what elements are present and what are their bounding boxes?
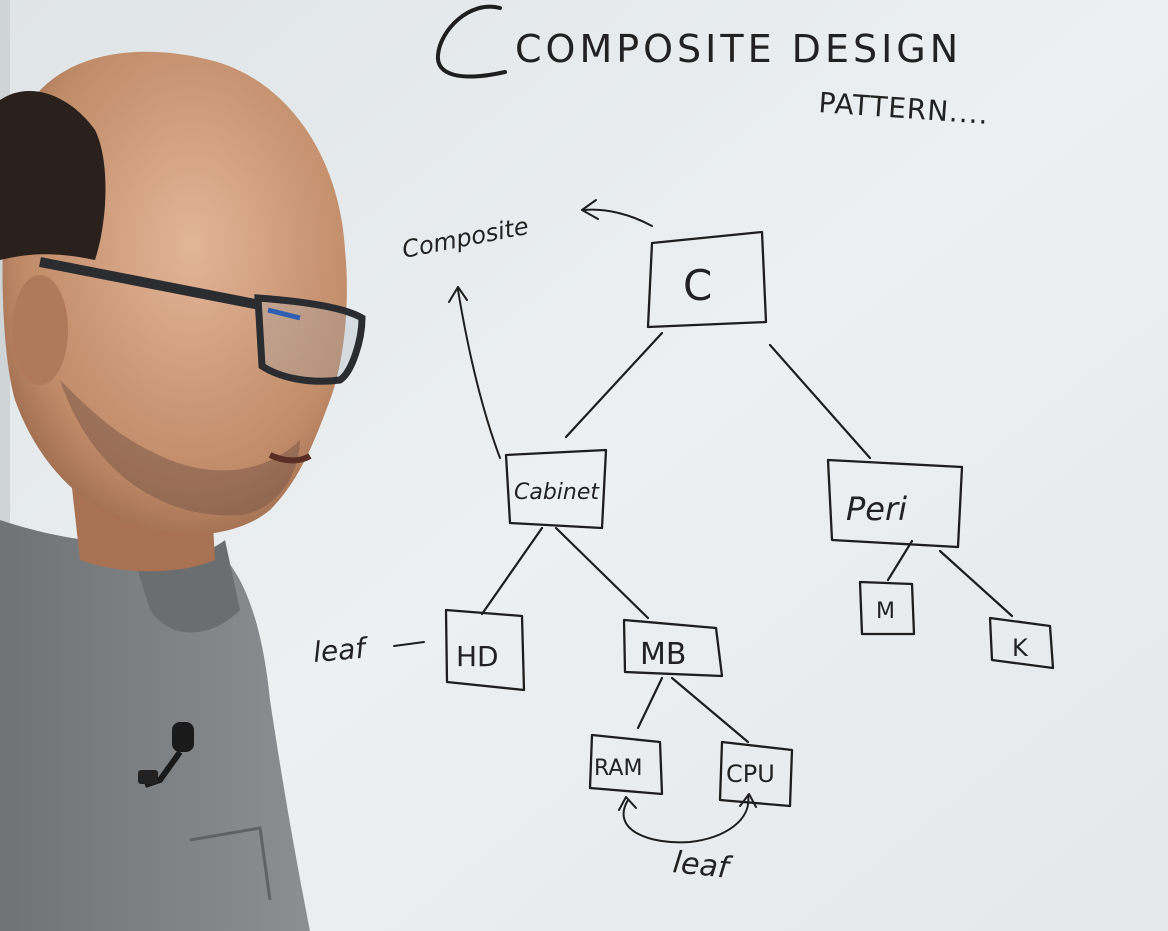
edge-peri-k — [938, 549, 1014, 618]
presenter-ear — [12, 275, 68, 385]
tree-nodes — [444, 230, 1055, 808]
presenter-mouth — [268, 452, 312, 464]
node-root-box — [646, 230, 768, 329]
edge-cabinet-mb — [554, 526, 650, 620]
edge-root-peri — [768, 343, 872, 460]
presenter-hair — [0, 91, 106, 260]
node-cpu-box — [718, 740, 794, 808]
leaf-label-left: leaf — [312, 631, 371, 669]
node-k-label: K — [1012, 634, 1029, 662]
arrowhead-cabinet — [448, 286, 468, 303]
node-k-box — [988, 616, 1055, 670]
node-mb-box — [622, 618, 724, 678]
node-mb-label: MB — [640, 637, 686, 672]
node-root-label: C — [683, 261, 712, 310]
lapel-microphone — [138, 722, 194, 788]
presenter-shirt — [0, 520, 310, 931]
node-m-label: M — [876, 599, 895, 624]
presenter — [0, 51, 366, 931]
edge-peri-m — [886, 539, 914, 582]
tree-connectors — [480, 331, 1014, 744]
node-hd-box — [444, 608, 526, 692]
board-left-frame — [0, 0, 10, 931]
node-ram-box — [588, 733, 664, 796]
arrow-leaf-bottom — [622, 794, 750, 844]
node-m-box — [858, 580, 916, 636]
node-cabinet-box — [504, 448, 608, 530]
title-group: COMPOSITE DESIGN PATTERN.... — [435, 4, 990, 131]
shirt-pocket — [189, 826, 272, 901]
presenter-beard — [60, 380, 300, 516]
node-peri-label: Peri — [846, 490, 907, 528]
title-line1: COMPOSITE DESIGN — [515, 27, 962, 71]
presenter-glasses — [39, 257, 366, 385]
arrow-root-to-composite — [583, 208, 653, 227]
node-cabinet-label: Cabinet — [514, 480, 600, 505]
edge-cabinet-hd — [480, 526, 544, 616]
node-peri-box — [826, 458, 964, 549]
arrowhead-ram — [618, 796, 637, 811]
leaf-label-bottom: leaf — [671, 845, 735, 886]
arrowhead-root — [581, 199, 599, 220]
edge-mb-ram — [636, 676, 664, 730]
node-labels: C Cabinet Peri HD MB RAM CPU M K — [456, 261, 1029, 788]
arrow-cabinet-to-composite — [457, 289, 501, 459]
node-hd-label: HD — [456, 640, 499, 673]
node-cpu-label: CPU — [726, 760, 775, 788]
edge-root-cabinet — [564, 331, 664, 439]
node-ram-label: RAM — [594, 756, 642, 781]
arrow-leaf-to-hd — [393, 641, 425, 647]
edge-mb-cpu — [670, 676, 750, 744]
